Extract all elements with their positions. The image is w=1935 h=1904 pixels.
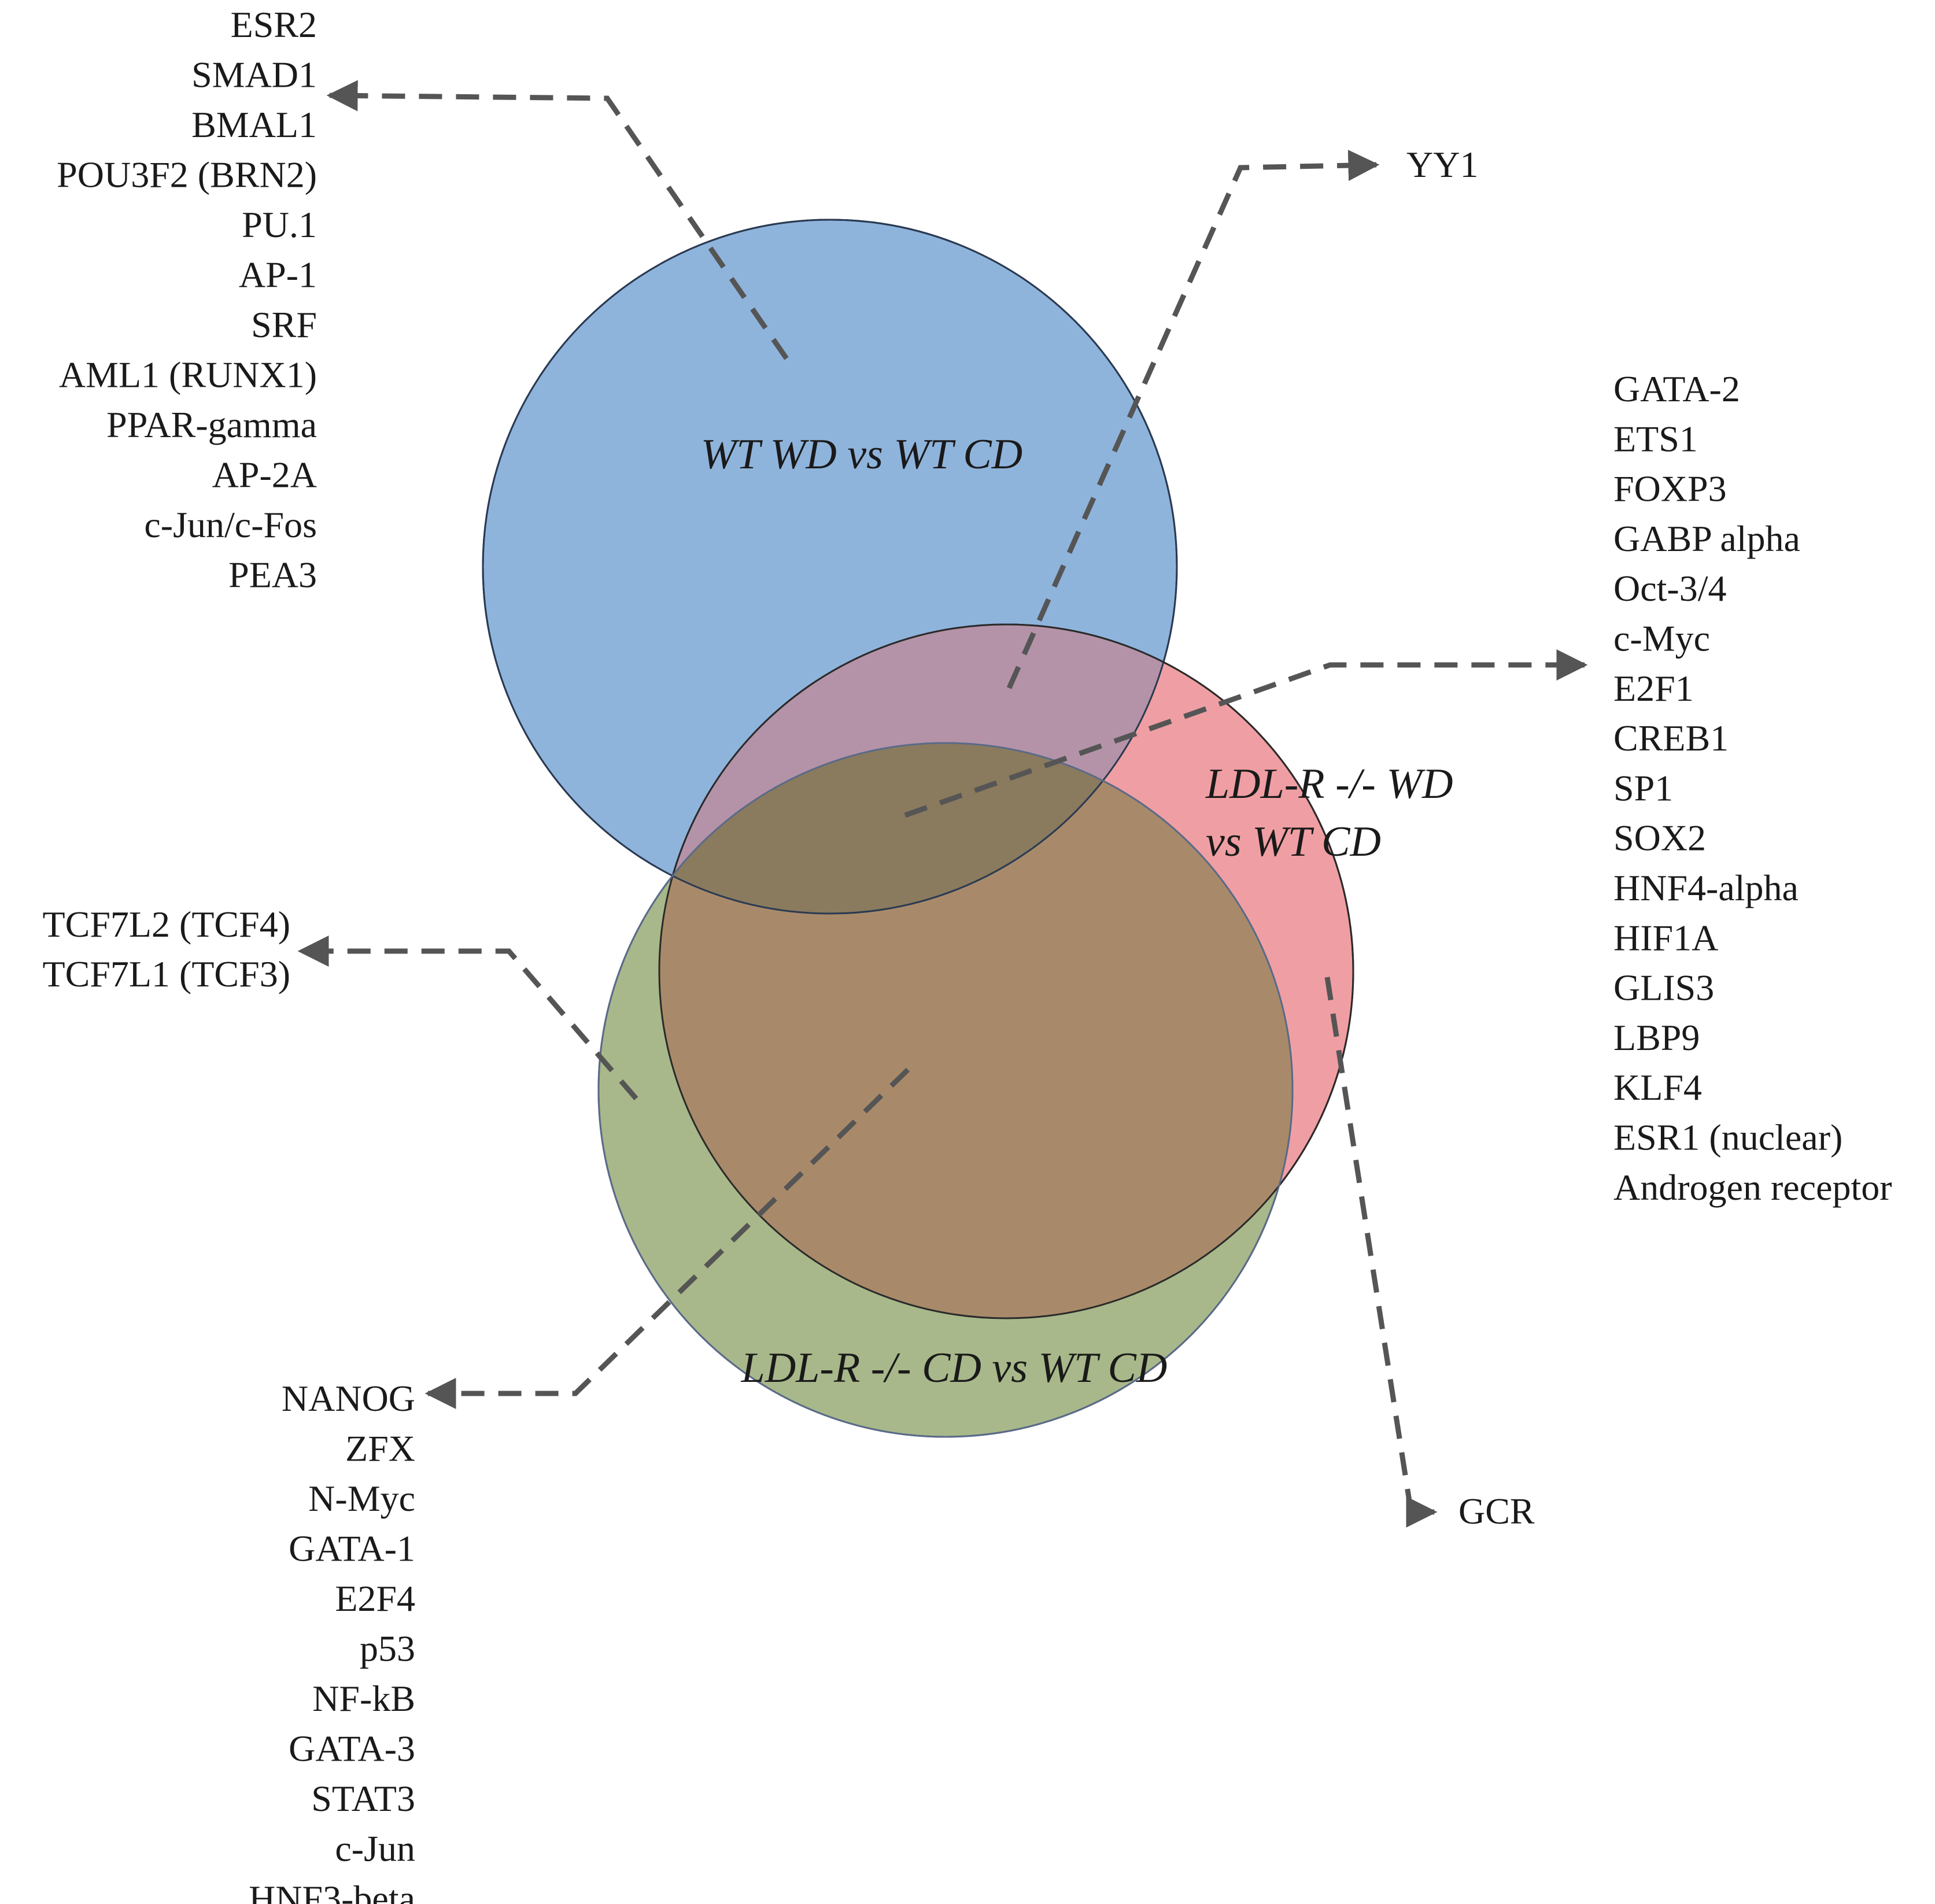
tf-label: STAT3 [311,1778,415,1819]
tf-label: PU.1 [242,204,317,245]
tf-label: POU3F2 (BRN2) [57,154,317,195]
tf-label: SMAD1 [191,54,317,95]
set-label-ldl-wd-line2: vs WT CD [1206,818,1381,866]
tf-label: GLIS3 [1613,967,1714,1008]
tf-label: KLF4 [1613,1067,1702,1108]
tf-label: LBP9 [1613,1017,1700,1058]
tf-label: HNF4-alpha [1613,867,1799,908]
tf-label: ESR2 [231,4,317,45]
tf-label: N-Myc [308,1478,415,1519]
outline-ldl-cd [597,742,1294,1438]
tf-label: CREB1 [1613,718,1729,759]
tf-label: AP-1 [239,254,317,295]
tf-label: PPAR-gamma [106,404,317,445]
set-label-ldl-cd: LDL-R -/- CD vs WT CD [741,1344,1168,1392]
tf-label: NF-kB [312,1678,415,1719]
tf-label: ETS1 [1613,418,1698,459]
tf-label: HIF1A [1613,917,1718,958]
callout-line-ldlwd-ldlcd [424,1067,910,1409]
tf-list-ldl-wd-only: GCR [1458,1491,1535,1532]
tf-label: NANOG [282,1378,415,1419]
callout-line-wtwd-ldlwd [1006,150,1380,689]
tf-label: ZFX [345,1428,415,1469]
tf-label: AP-2A [212,454,317,496]
tf-label: E2F1 [1613,668,1694,709]
tf-label: AML1 (RUNX1) [59,354,317,395]
tf-label: GABP alpha [1613,518,1800,559]
tf-label: TCF7L1 (TCF3) [43,953,290,994]
set-label-ldl-wd-line1: LDL-R -/- WD [1205,760,1453,808]
outline-wt-wd [482,219,1178,915]
tf-label: GATA-1 [289,1528,415,1569]
tf-label: HNF3-beta [249,1878,415,1904]
tf-label: ESR1 (nuclear) [1613,1117,1842,1158]
tf-label: SOX2 [1613,818,1706,859]
tf-label: SP1 [1613,767,1673,808]
callout-line-all-three [904,649,1588,818]
tf-label: GATA-2 [1613,368,1740,409]
tf-label: YY1 [1406,144,1478,185]
tf-label: c-Myc [1613,618,1710,659]
tf-label: c-Jun/c-Fos [144,504,317,545]
tf-list-ldl-cd-only: TCF7L2 (TCF4) TCF7L1 (TCF3) [43,904,290,994]
tf-label: E2F4 [335,1578,415,1619]
tf-label: PEA3 [228,554,317,596]
tf-list-wtwd-ldlwd: YY1 [1406,144,1478,185]
tf-label: FOXP3 [1613,468,1727,509]
tf-label: GCR [1458,1491,1535,1532]
tf-label: Androgen receptor [1613,1167,1892,1208]
tf-label: TCF7L2 (TCF4) [43,904,290,945]
callout-line-wt-wd-only [326,80,789,360]
outline-ldl-wd [658,623,1354,1319]
callout-line-ldl-wd-only [1324,977,1438,1528]
tf-label: c-Jun [335,1828,415,1869]
tf-label: SRF [251,304,317,345]
tf-label: Oct-3/4 [1613,568,1727,609]
set-label-wt-wd: WT WD vs WT CD [701,431,1022,478]
callout-line-ldl-cd-only [297,936,638,1100]
tf-label: BMAL1 [191,104,317,145]
tf-label: GATA-3 [289,1728,415,1769]
tf-label: p53 [360,1628,415,1669]
